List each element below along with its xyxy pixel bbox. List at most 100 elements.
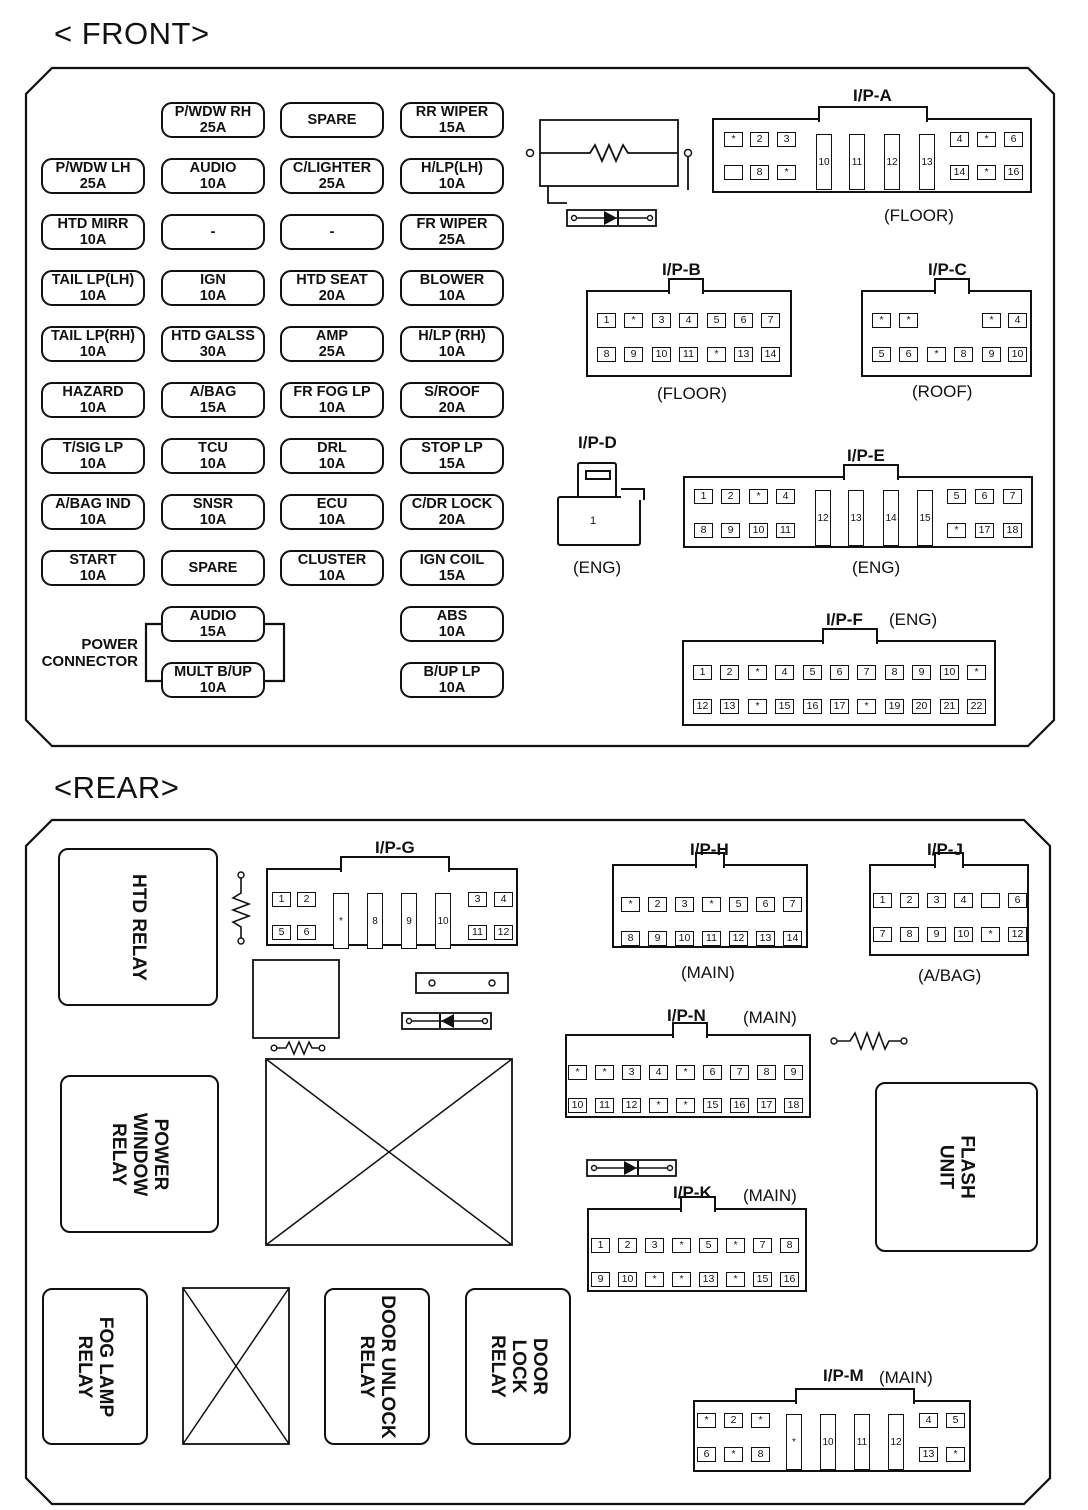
i-p-a-pin-3: 3: [777, 132, 796, 147]
i-p-b-pin-10: 10: [652, 347, 671, 362]
i-p-e-title: I/P-E: [847, 446, 885, 465]
i-p-a-pin-2: 2: [750, 132, 769, 147]
i-p-n-pin-10: 10: [568, 1098, 587, 1113]
i-p-n-pin-11: 11: [595, 1098, 614, 1113]
i-p-m-pin-6: 6: [697, 1447, 716, 1462]
i-p-b-pin-3: 3: [652, 313, 671, 328]
i-p-m-title: I/P-M: [823, 1366, 864, 1385]
i-p-n-notch: [672, 1022, 708, 1038]
i-p-f-pin-blank: *: [967, 665, 986, 680]
i-p-e-pin-6: 6: [975, 489, 994, 504]
i-p-f-pin-4: 4: [775, 665, 794, 680]
fuse-name: IGN: [200, 272, 226, 288]
fuse-name: START: [69, 552, 117, 568]
fuse-amperage: 10A: [79, 288, 107, 304]
i-p-c-pin-blank: *: [899, 313, 918, 328]
i-p-n-pin-blank: *: [649, 1098, 668, 1113]
i-p-j-pin-12: 12: [1008, 927, 1027, 942]
i-p-k-pin-1: 1: [591, 1238, 610, 1253]
rear-resistor-horizontal-symbol: [830, 1030, 908, 1052]
i-p-f-notch: [822, 628, 878, 644]
i-p-d-title: I/P-D: [578, 433, 617, 452]
fuse-name: HTD MIRR: [57, 216, 129, 232]
i-p-f-pin-blank: *: [857, 699, 876, 714]
fuse-amperage: 10A: [438, 176, 466, 192]
i-p-e-pin-9: 9: [721, 523, 740, 538]
fuse-amperage: 10A: [438, 680, 466, 696]
i-p-f-pin-13: 13: [720, 699, 739, 714]
i-p-n-pin-15: 15: [703, 1098, 722, 1113]
i-p-c-pin-10: 10: [1008, 347, 1027, 362]
i-p-j-pin-4: 4: [954, 893, 973, 908]
i-p-g-notch: [340, 856, 450, 872]
rear-small-square-block: [252, 959, 340, 1056]
fuse-name: MULT B/UP: [174, 664, 252, 680]
i-p-j-pin-9: 9: [927, 927, 946, 942]
fuse-amperage: 10A: [318, 568, 346, 584]
fuse-name: HAZARD: [62, 384, 124, 400]
i-p-a-pin-blank: *: [977, 165, 996, 180]
fuse-amperage: 10A: [79, 232, 107, 248]
fuse-amperage: 20A: [318, 288, 346, 304]
fuse-name: C/LIGHTER: [292, 160, 372, 176]
i-p-d-slot: [585, 470, 611, 480]
fuse-name: AMP: [315, 328, 349, 344]
i-p-f-pin-22: 22: [967, 699, 986, 714]
flash-unit: FLASH UNIT: [875, 1082, 1038, 1252]
i-p-h-title: I/P-H: [690, 840, 729, 859]
i-p-e-pin-blank: *: [947, 523, 966, 538]
i-p-f-pin-7: 7: [857, 665, 876, 680]
i-p-h-pin-13: 13: [756, 931, 775, 946]
door-unlock-relay-label: DOOR UNLOCK RELAY: [356, 1294, 398, 1439]
i-p-e-pin-13: 13: [848, 490, 864, 546]
i-p-b-pin-14: 14: [761, 347, 780, 362]
i-p-e-pin-blank: *: [749, 489, 768, 504]
front-panel-outline: [24, 66, 1056, 748]
fuse-amperage: 10A: [199, 288, 227, 304]
i-p-k-title: I/P-K: [673, 1183, 712, 1202]
fuse-name: IGN COIL: [419, 552, 485, 568]
fuse-name: T/SIG LP: [62, 440, 124, 456]
fuse-amperage: 10A: [318, 512, 346, 528]
fuse-amperage: 20A: [438, 512, 466, 528]
i-p-e-pin-10: 10: [749, 523, 768, 538]
i-p-b-pin-4: 4: [679, 313, 698, 328]
i-p-c-title: I/P-C: [928, 260, 967, 279]
rear-diode-symbol-right: [586, 1159, 677, 1177]
i-p-f-pin-blank: *: [748, 699, 767, 714]
i-p-m-pin-11: 11: [854, 1414, 870, 1470]
i-p-c-pin-8: 8: [954, 347, 973, 362]
i-p-g-pin-3: 3: [468, 892, 487, 907]
i-p-m-pin-blank: *: [724, 1447, 743, 1462]
i-p-a-title: I/P-A: [853, 86, 892, 105]
i-p-n-pin-12: 12: [622, 1098, 641, 1113]
i-p-m-pin-12: 12: [888, 1414, 904, 1470]
i-p-j-pin-3: 3: [927, 893, 946, 908]
fuse-name: CLUSTER: [297, 552, 367, 568]
i-p-e-pin-8: 8: [694, 523, 713, 538]
i-p-g-pin-5: 5: [272, 925, 291, 940]
fuse-amperage: 10A: [318, 400, 346, 416]
i-p-h-pin-6: 6: [756, 897, 775, 912]
fuse-amperage: 25A: [199, 120, 227, 136]
fuse-name: S/ROOF: [424, 384, 480, 400]
fuse-name: ECU: [316, 496, 348, 512]
i-p-c-notch: [934, 278, 970, 294]
rear-diode-symbol-left: [401, 1012, 492, 1030]
i-p-g-pin-10: 10: [435, 893, 451, 949]
fuse-amperage: 25A: [318, 344, 346, 360]
i-p-m-pin-blank: *: [751, 1413, 770, 1428]
fuse-amperage: 15A: [438, 456, 466, 472]
door-lock-relay: DOOR LOCK RELAY: [465, 1288, 571, 1445]
i-p-m-notch: [795, 1388, 915, 1404]
fuse-name: SPARE: [307, 112, 357, 128]
fuse-name: -: [210, 224, 216, 240]
i-p-k-pin-13: 13: [699, 1272, 718, 1287]
